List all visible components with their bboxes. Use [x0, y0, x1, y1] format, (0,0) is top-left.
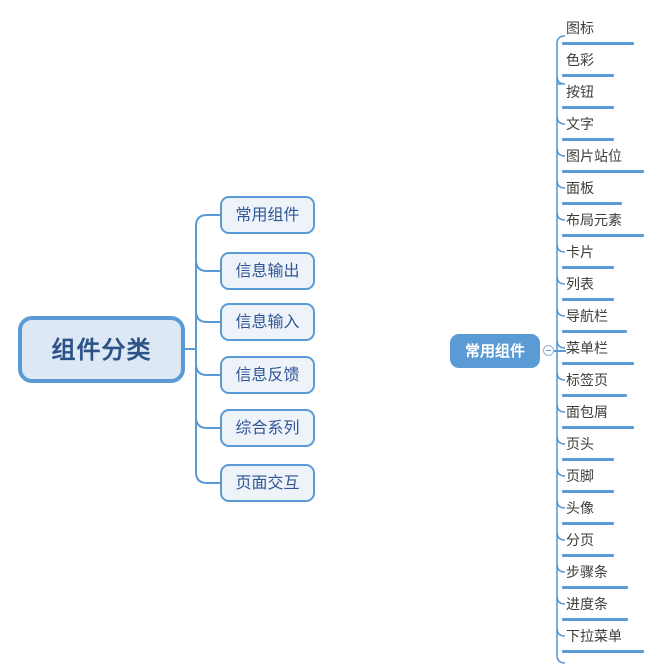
- leaf-item-label: 图标: [566, 21, 594, 37]
- leaf-item[interactable]: 列表: [562, 278, 614, 301]
- leaf-item-underline: [562, 202, 622, 205]
- leaf-item-label: 卡片: [566, 245, 594, 261]
- branch-node-4[interactable]: 综合系列: [220, 409, 315, 447]
- leaf-item[interactable]: 面包屑: [562, 406, 634, 429]
- leaf-item[interactable]: 进度条: [562, 598, 628, 621]
- root-node-label: 组件分类: [51, 335, 152, 364]
- leaf-item-underline: [562, 234, 644, 237]
- leaf-item-underline: [562, 650, 644, 653]
- branch-node-label: 页面交互: [235, 473, 300, 492]
- leaf-item[interactable]: 文字: [562, 118, 614, 141]
- leaf-item-label: 图片站位: [566, 149, 622, 165]
- leaf-item[interactable]: 卡片: [562, 246, 614, 269]
- leaf-item-underline: [562, 362, 634, 365]
- leaf-item-underline: [562, 522, 614, 525]
- leaf-item[interactable]: 布局元素: [562, 214, 644, 237]
- leaf-item[interactable]: 色彩: [562, 54, 614, 77]
- leaf-item[interactable]: 步骤条: [562, 566, 628, 589]
- leaf-item[interactable]: 菜单栏: [562, 342, 634, 365]
- leaf-item[interactable]: 页脚: [562, 470, 614, 493]
- leaf-item-underline: [562, 138, 614, 141]
- expanded-branch-label: 常用组件: [464, 341, 525, 360]
- leaf-item-label: 按钮: [566, 85, 594, 101]
- branch-node-1[interactable]: 信息输出: [220, 252, 315, 290]
- leaf-item-underline: [562, 554, 614, 557]
- leaf-item-label: 页脚: [566, 469, 594, 485]
- leaf-item[interactable]: 分页: [562, 534, 614, 557]
- leaf-item-label: 页头: [566, 437, 594, 453]
- branch-node-label: 综合系列: [235, 418, 300, 437]
- leaf-item[interactable]: 图片站位: [562, 150, 644, 173]
- leaf-item-underline: [562, 330, 627, 333]
- branch-node-0[interactable]: 常用组件: [220, 196, 315, 234]
- branch-node-label: 信息输入: [235, 312, 300, 331]
- leaf-item-label: 面板: [566, 181, 594, 197]
- leaf-item-label: 菜单栏: [566, 341, 608, 357]
- leaf-item-label: 文字: [566, 117, 594, 133]
- leaf-item-label: 下拉菜单: [566, 629, 622, 645]
- leaf-item-label: 标签页: [566, 373, 608, 389]
- expanded-branch-node[interactable]: 常用组件: [450, 334, 540, 368]
- branch-node-label: 信息反馈: [235, 365, 300, 384]
- leaf-item-underline: [562, 106, 614, 109]
- leaf-item-label: 面包屑: [566, 405, 608, 421]
- leaf-item-underline: [562, 394, 627, 397]
- leaf-item-underline: [562, 458, 614, 461]
- minus-circle-icon[interactable]: [543, 345, 554, 356]
- leaf-item-label: 导航栏: [566, 309, 608, 325]
- leaf-item[interactable]: 下拉菜单: [562, 630, 644, 653]
- branch-node-5[interactable]: 页面交互: [220, 464, 315, 502]
- leaf-item[interactable]: 面板: [562, 182, 622, 205]
- branch-node-2[interactable]: 信息输入: [220, 303, 315, 341]
- branch-node-3[interactable]: 信息反馈: [220, 356, 315, 394]
- leaf-item-underline: [562, 74, 614, 77]
- leaf-item[interactable]: 页头: [562, 438, 614, 461]
- leaf-item-underline: [562, 298, 614, 301]
- leaf-item-label: 步骤条: [566, 565, 608, 581]
- leaf-item-label: 进度条: [566, 597, 608, 613]
- leaf-item-label: 色彩: [566, 53, 594, 69]
- leaf-item[interactable]: 标签页: [562, 374, 627, 397]
- leaf-item-underline: [562, 618, 628, 621]
- leaf-item[interactable]: 头像: [562, 502, 614, 525]
- branch-node-label: 信息输出: [235, 261, 300, 280]
- branch-node-label: 常用组件: [235, 205, 300, 224]
- leaf-item-underline: [562, 490, 614, 493]
- leaf-item[interactable]: 按钮: [562, 86, 614, 109]
- leaf-item-underline: [562, 586, 628, 589]
- leaf-item-underline: [562, 170, 644, 173]
- leaf-item-label: 列表: [566, 277, 594, 293]
- leaf-item-underline: [562, 42, 634, 45]
- leaf-item[interactable]: 导航栏: [562, 310, 627, 333]
- leaf-item[interactable]: 图标: [562, 22, 634, 45]
- leaf-item-label: 分页: [566, 533, 594, 549]
- leaf-item-underline: [562, 266, 614, 269]
- root-node[interactable]: 组件分类: [18, 316, 185, 383]
- leaf-item-underline: [562, 426, 634, 429]
- leaf-item-label: 头像: [566, 501, 594, 517]
- leaf-item-label: 布局元素: [566, 213, 622, 229]
